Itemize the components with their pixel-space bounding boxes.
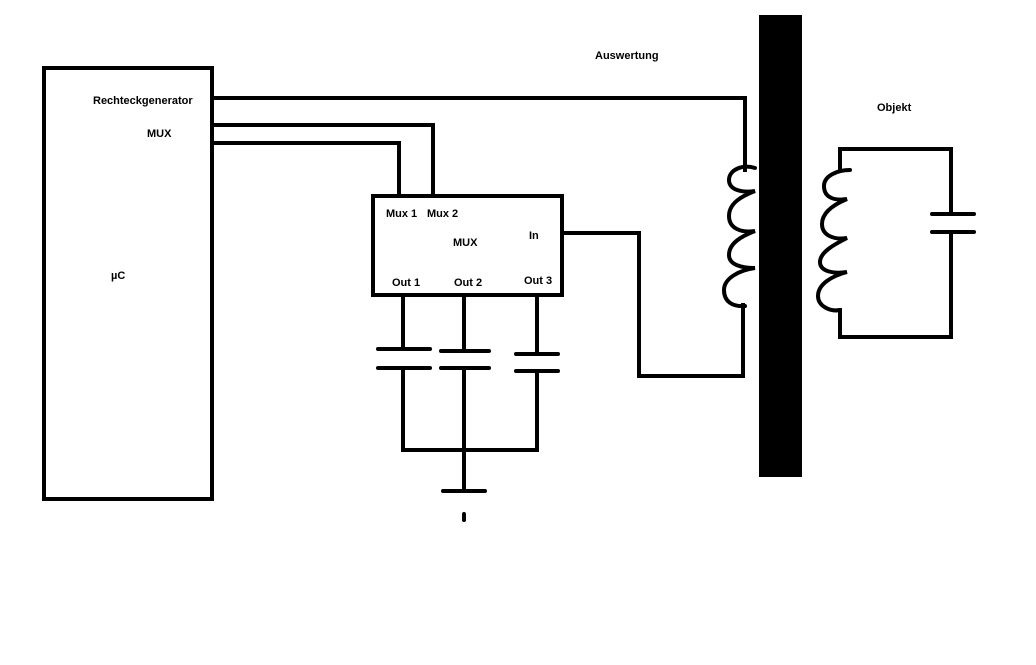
out2-label: Out 2 <box>454 277 482 289</box>
object-top-wire <box>838 147 953 216</box>
mux-block <box>371 194 564 297</box>
mux1-label: Mux 1 <box>386 208 417 220</box>
microcontroller-block <box>42 66 214 501</box>
mux1-control-wire <box>210 141 401 198</box>
object-coil <box>815 168 852 313</box>
out1-label: Out 1 <box>392 277 420 289</box>
mux2-label: Mux 2 <box>427 208 458 220</box>
microcontroller-label: µC <box>111 270 125 282</box>
generator-to-coil-wire <box>210 96 747 172</box>
sensor-coil <box>721 164 757 309</box>
object-bottom-wire <box>838 230 953 339</box>
mcu-mux-label: MUX <box>147 128 172 140</box>
mux-block-label: MUX <box>453 237 478 249</box>
ferrite-core <box>759 15 802 477</box>
object-label: Objekt <box>877 102 912 114</box>
square-wave-generator-label: Rechteckgenerator <box>93 95 193 107</box>
out3-label: Out 3 <box>524 275 552 287</box>
mux2-control-wire <box>210 123 435 198</box>
in-to-coil-wire <box>560 231 745 378</box>
evaluation-label: Auswertung <box>595 50 659 62</box>
in-label: In <box>529 230 539 242</box>
